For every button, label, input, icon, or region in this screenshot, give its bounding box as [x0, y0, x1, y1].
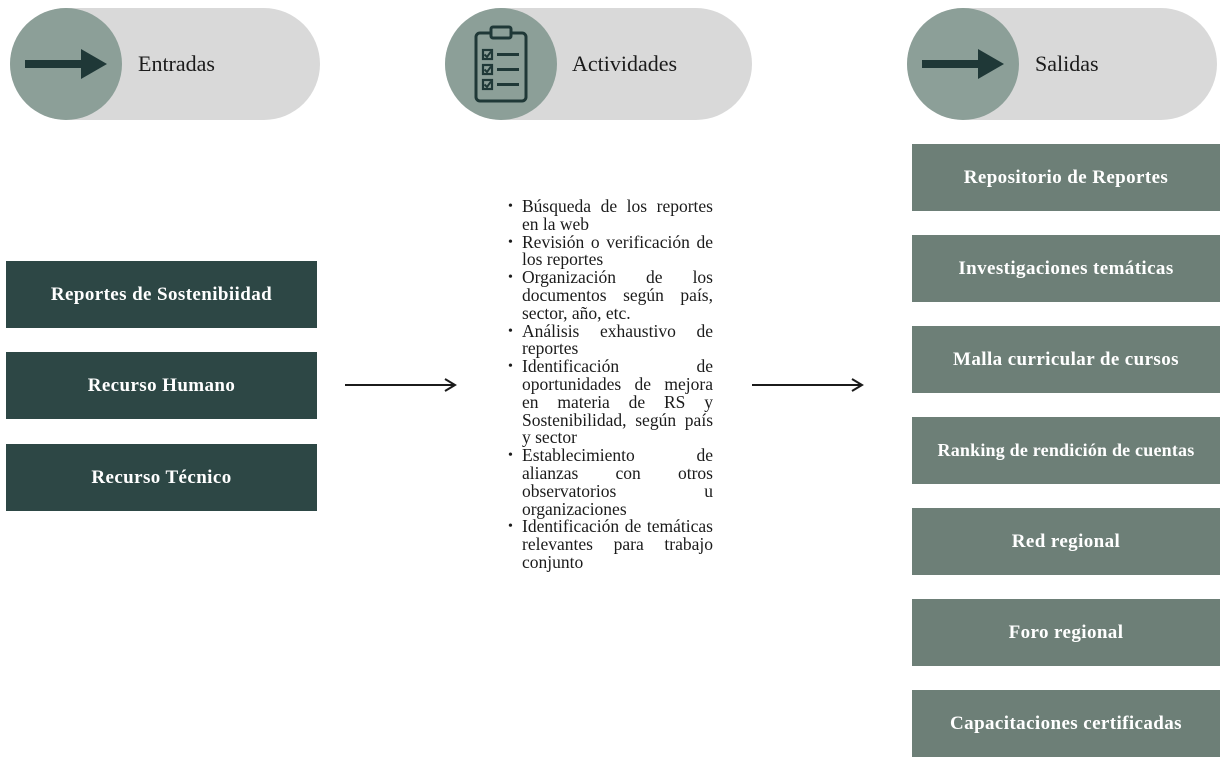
outputs-header-label: Salidas: [1035, 51, 1099, 76]
output-box-label: Foro regional: [1008, 621, 1124, 643]
output-box-report-repository: Repositorio de Reportes: [912, 144, 1220, 211]
output-box-label: Red regional: [1011, 530, 1121, 552]
output-box-course-curriculum: Malla curricular de cursos: [912, 326, 1220, 393]
output-box-label: Capacitaciones certificadas: [950, 712, 1182, 734]
activities-header: Actividades: [445, 8, 752, 120]
activity-item: Establecimiento de alianzas con otros ob…: [508, 446, 713, 518]
output-box-thematic-research: Investigaciones temáticas: [912, 235, 1220, 302]
flow-arrow-activities-to-outputs: [752, 378, 864, 392]
outputs-header: Salidas: [907, 8, 1217, 120]
output-box-label: Repositorio de Reportes: [963, 166, 1169, 188]
activity-item: Búsqueda de los reportes en la web: [508, 197, 713, 234]
inputs-header: Entradas: [10, 8, 320, 120]
output-box-regional-network: Red regional: [912, 508, 1220, 575]
activities-header-label: Actividades: [572, 51, 678, 76]
inputs-header-label: Entradas: [138, 51, 215, 76]
inputs-header-circle: [10, 8, 122, 120]
activity-item: Revisión o verificación de los reportes: [508, 233, 713, 270]
input-box-label: Recurso Técnico: [91, 466, 232, 488]
input-box-label: Recurso Humano: [87, 374, 236, 396]
output-box-label: Ranking de rendición de cuentas: [937, 440, 1195, 460]
activities-list: Búsqueda de los reportes en la web Revis…: [508, 197, 713, 572]
output-box-accountability-ranking: Ranking de rendición de cuentas: [912, 417, 1220, 484]
activity-item: Análisis exhaustivo de reportes: [508, 322, 713, 359]
activity-item: Identificación de oportunidades de mejor…: [508, 357, 713, 447]
arrow-right-icon: [25, 49, 107, 79]
arrow-right-icon: [922, 49, 1004, 79]
flow-arrow-inputs-to-activities: [345, 378, 457, 392]
activity-item: Identificación de temáticas relevantes p…: [508, 517, 713, 571]
output-box-certified-training: Capacitaciones certificadas: [912, 690, 1220, 757]
output-box-regional-forum: Foro regional: [912, 599, 1220, 666]
activities-header-circle: [445, 8, 557, 120]
input-box-human-resource: Recurso Humano: [6, 352, 317, 419]
activity-item: Organización de los documentos según paí…: [508, 268, 713, 322]
output-box-label: Investigaciones temáticas: [958, 257, 1174, 279]
input-box-label: Reportes de Sostenibiidad: [50, 283, 273, 305]
clipboard-checklist-icon: [474, 25, 528, 103]
input-box-technical-resource: Recurso Técnico: [6, 444, 317, 511]
outputs-header-circle: [907, 8, 1019, 120]
input-box-sustainability-reports: Reportes de Sostenibiidad: [6, 261, 317, 328]
output-box-label: Malla curricular de cursos: [953, 348, 1179, 370]
